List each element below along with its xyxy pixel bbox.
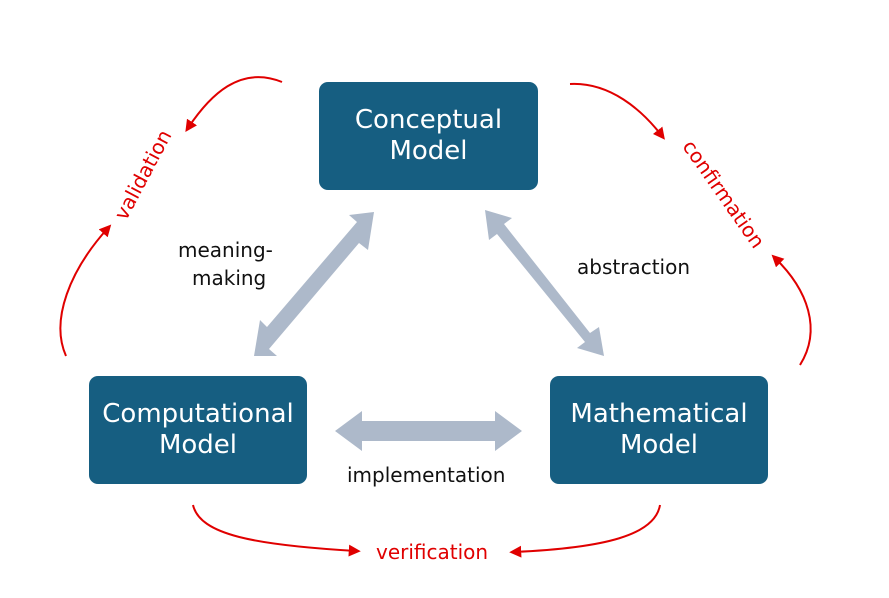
confirmation-arrow-upper [569, 82, 665, 140]
validation-arrow-upper [185, 76, 283, 132]
validation-arrow-lower [59, 224, 112, 357]
computational-model-box: Computational Model [89, 376, 307, 484]
computational-model-line2: Model [158, 430, 238, 460]
mathematical-model-box: Mathematical Model [550, 376, 768, 484]
abstraction-label: abstraction [577, 255, 690, 279]
verification-arrow-right [509, 504, 661, 558]
mathematical-model-line1: Mathematical [570, 399, 748, 429]
meaning-making-line2: making [192, 266, 267, 290]
conceptual-model-line1: Conceptual [354, 105, 503, 135]
mathematical-model-line2: Model [619, 430, 699, 460]
confirmation-arrow-lower [771, 254, 812, 366]
verification-label: verification [376, 540, 489, 564]
confirmation-label: confirmation [678, 135, 770, 252]
implementation-label: implementation [347, 463, 506, 487]
implementation-double-arrow [335, 411, 522, 451]
computational-model-line1: Computational [102, 399, 294, 429]
meaning-making-label: meaning- making [178, 238, 273, 291]
validation-label: validation [109, 126, 176, 224]
meaning-making-line1: meaning- [178, 238, 273, 262]
abstraction-double-arrow [485, 210, 604, 356]
conceptual-model-line2: Model [389, 136, 468, 166]
verification-arrow-left [192, 504, 361, 557]
meaning-making-double-arrow [254, 212, 374, 356]
conceptual-model-box: Conceptual Model [319, 82, 538, 190]
